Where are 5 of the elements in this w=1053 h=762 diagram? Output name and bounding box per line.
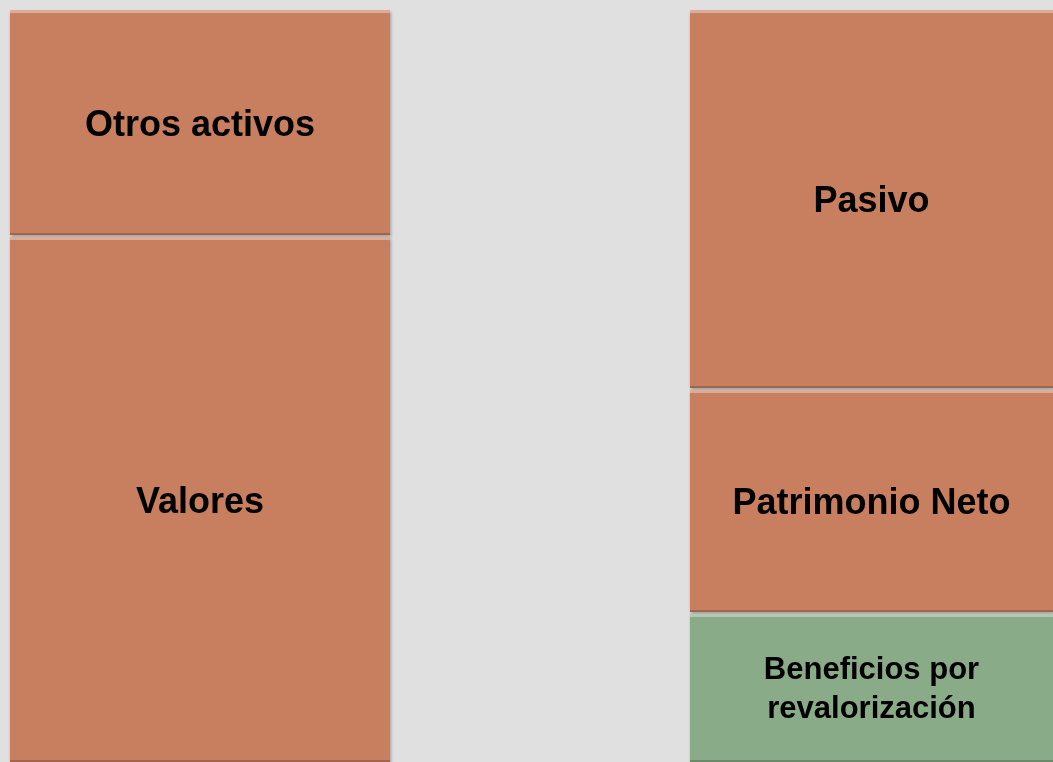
asset-block: Otros activos [10,10,390,235]
liability-block: Pasivo [690,10,1053,388]
equity-block: Patrimonio Neto [690,390,1053,612]
asset-block: Valores [10,237,390,762]
gain-block: Beneficios por revalorización [690,614,1053,762]
